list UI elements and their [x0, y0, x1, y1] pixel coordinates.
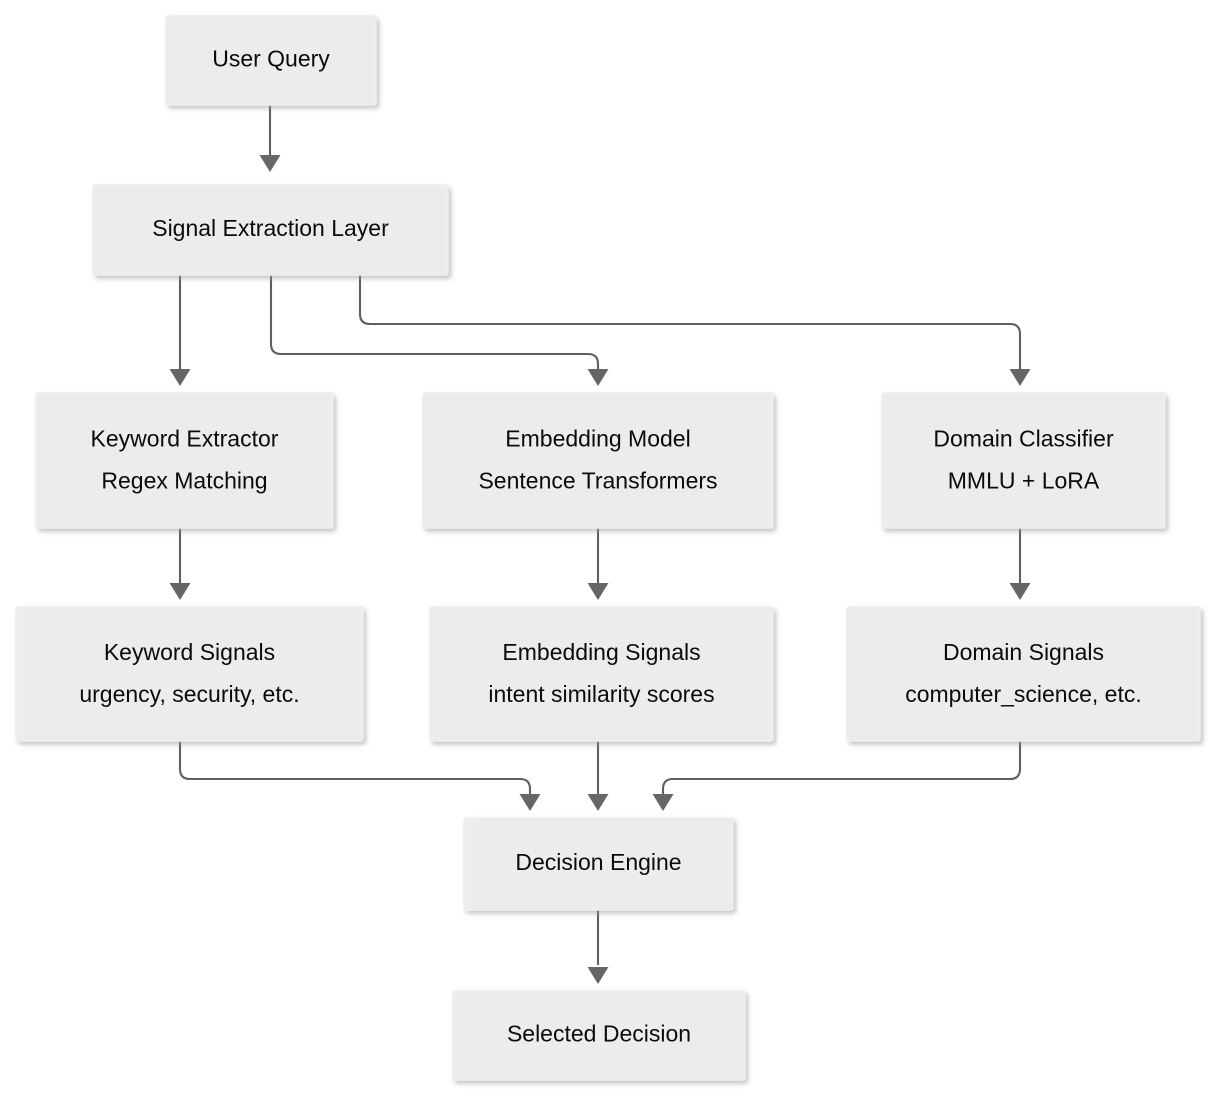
- edge-keyword_signals-to-decision_engine: [178, 741, 532, 794]
- node-box: [881, 392, 1166, 529]
- node-label-primary: Domain Signals: [943, 639, 1104, 665]
- arrowhead-icon: [587, 794, 609, 811]
- node-label-primary: Selected Decision: [507, 1021, 691, 1047]
- arrowhead-icon: [587, 369, 609, 386]
- node-label-secondary: intent similarity scores: [488, 681, 714, 707]
- node-label-secondary: Sentence Transformers: [478, 468, 717, 494]
- arrowhead-layer: [169, 155, 1031, 984]
- node-decision_engine[interactable]: Decision Engine: [463, 817, 734, 911]
- arrowhead-icon: [587, 583, 609, 600]
- node-label-primary: Domain Classifier: [933, 426, 1114, 452]
- node-box: [92, 184, 449, 276]
- node-domain_signals[interactable]: Domain Signals computer_science, etc.: [846, 606, 1201, 742]
- node-label-secondary: urgency, security, etc.: [79, 681, 299, 707]
- node-label-primary: Decision Engine: [515, 849, 681, 875]
- node-selected_decision[interactable]: Selected Decision: [452, 990, 746, 1081]
- node-label-primary: Embedding Model: [505, 426, 690, 452]
- node-user_query[interactable]: User Query: [165, 15, 377, 106]
- node-label-secondary: Regex Matching: [101, 468, 267, 494]
- arrowhead-icon: [259, 155, 281, 172]
- node-label-secondary: computer_science, etc.: [905, 681, 1142, 707]
- node-box: [35, 392, 334, 529]
- node-box: [452, 990, 746, 1081]
- arrowhead-icon: [169, 583, 191, 600]
- edge-layer: [178, 105, 1022, 965]
- node-box: [463, 817, 734, 911]
- node-embedding_signals[interactable]: Embedding Signals intent similarity score…: [429, 606, 774, 742]
- edge-signal_extraction_layer-to-domain_classifier: [358, 275, 1022, 369]
- node-label-secondary: MMLU + LoRA: [948, 468, 1100, 494]
- arrowhead-icon: [519, 794, 541, 811]
- arrowhead-icon: [652, 794, 674, 811]
- node-box: [165, 15, 377, 106]
- edge-signal_extraction_layer-to-embedding_model: [269, 275, 600, 369]
- node-box: [846, 606, 1201, 742]
- node-box: [429, 606, 774, 742]
- node-keyword_signals[interactable]: Keyword Signals urgency, security, etc.: [15, 606, 364, 742]
- node-box: [422, 392, 774, 529]
- arrowhead-icon: [1009, 369, 1031, 386]
- arrowhead-icon: [169, 369, 191, 386]
- node-label-primary: Keyword Extractor: [91, 426, 279, 452]
- node-label-primary: User Query: [212, 46, 330, 72]
- arrowhead-icon: [587, 967, 609, 984]
- edge-domain_signals-to-decision_engine: [661, 741, 1022, 794]
- node-signal_extraction_layer[interactable]: Signal Extraction Layer: [92, 184, 449, 276]
- node-box: [15, 606, 364, 742]
- node-label-primary: Keyword Signals: [104, 639, 275, 665]
- node-label-primary: Embedding Signals: [502, 639, 700, 665]
- arrowhead-icon: [1009, 583, 1031, 600]
- node-label-primary: Signal Extraction Layer: [152, 215, 389, 241]
